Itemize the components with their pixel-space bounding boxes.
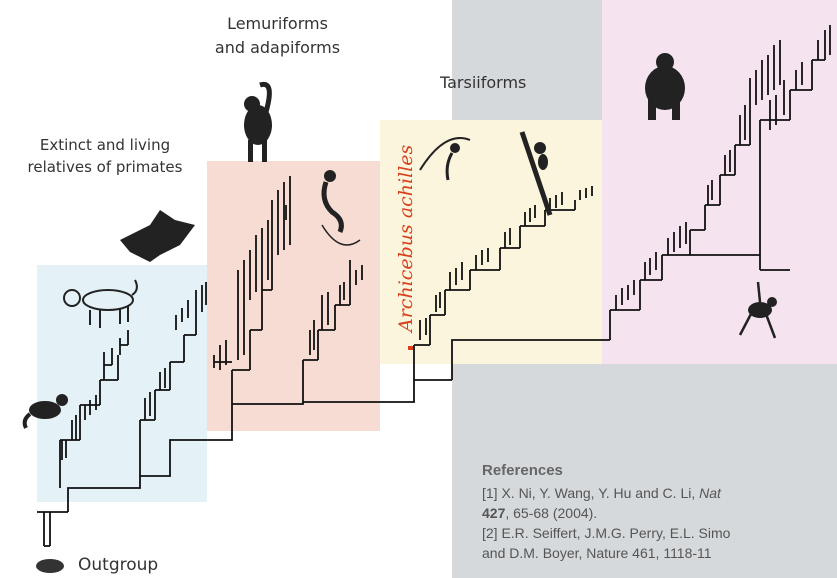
extinct-label-line2: relatives of primates <box>5 156 205 178</box>
gorilla-icon <box>645 53 685 120</box>
lemur-icon <box>244 84 272 162</box>
extinct-relatives-label: Extinct and living relatives of primates <box>5 134 205 178</box>
outgroup-icon <box>36 559 64 573</box>
lemuriforms-label-line1: Lemuriforms <box>205 12 350 36</box>
tarsier-icon <box>420 138 470 180</box>
lemuriforms-label-line2: and adapiforms <box>205 36 350 60</box>
extinct-primate-icon <box>64 280 137 328</box>
archicebus-node-marker <box>408 346 413 350</box>
reference-1-cont: 427, 65-68 (2004). <box>482 503 837 523</box>
tarsier-on-branch-icon <box>522 132 550 215</box>
reference-2-cont: and D.M. Boyer, Nature 461, 1118-11 <box>482 543 837 563</box>
tree-shrew-icon <box>25 394 68 428</box>
reference-1-pages: , 65-68 (2004). <box>505 505 597 521</box>
extinct-label-line1: Extinct and living <box>5 134 205 156</box>
spider-monkey-icon <box>740 282 777 338</box>
reference-2: [2] E.R. Seiffert, J.M.G. Perry, E.L. Si… <box>482 523 837 543</box>
reference-1-text: [1] X. Ni, Y. Wang, Y. Hu and C. Li, <box>482 485 699 501</box>
tarsiiforms-label: Tarsiiforms <box>440 73 526 92</box>
references-block: References [1] X. Ni, Y. Wang, Y. Hu and… <box>482 461 837 563</box>
flying-lemur-icon <box>120 210 195 262</box>
reference-1-journal: Nat <box>699 485 721 501</box>
reference-1: [1] X. Ni, Y. Wang, Y. Hu and C. Li, Nat <box>482 483 837 503</box>
small-primate-icon <box>322 170 360 245</box>
reference-1-volume: 427 <box>482 505 505 521</box>
outgroup-label: Outgroup <box>78 555 158 575</box>
lemuriforms-label: Lemuriforms and adapiforms <box>205 12 350 60</box>
references-heading: References <box>482 461 837 481</box>
archicebus-label: Archicebus achilles <box>395 145 417 332</box>
